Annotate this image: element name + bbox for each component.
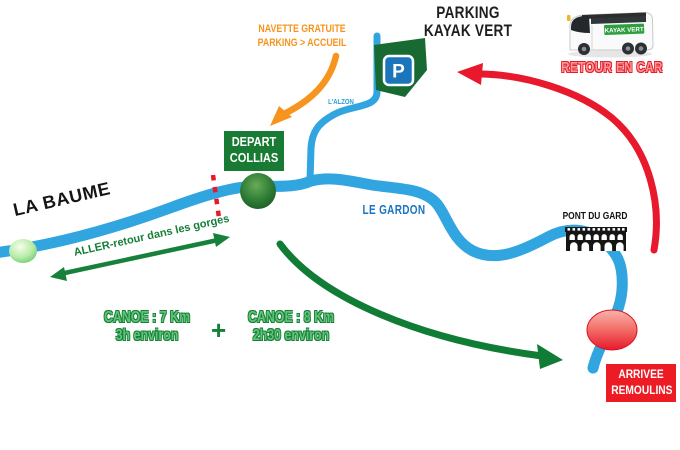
arrowhead-down (270, 106, 292, 126)
la-baume-marker (9, 239, 37, 263)
pont-du-gard-icon (565, 227, 627, 251)
bus-banner-text: KAYAK VERT (605, 26, 645, 34)
arrivee-line1: ARRIVEE (618, 367, 664, 381)
retour-en-car-label: RETOUR EN CAR (561, 60, 663, 76)
arrivee-line2: REMOULINS (611, 382, 673, 397)
plus-sign: + (211, 315, 227, 345)
canoe-leg2-duration: 2h30 environ (252, 326, 330, 344)
canoe-route-arrow (276, 240, 563, 369)
river-gardon-label: LE GARDON (362, 203, 426, 217)
river-alzon-label: L'ALZON (328, 97, 354, 106)
aller-retour-arrow (50, 233, 230, 281)
canoe-leg1-distance: CANOE : 7 Km (103, 309, 191, 326)
parking-sign-letter: P (392, 62, 405, 83)
parking-area: P (374, 38, 427, 97)
arrowhead-right (213, 233, 230, 247)
parking-title-line1: PARKING (436, 3, 500, 22)
arrowhead-left (50, 267, 67, 281)
canoe-leg2-label: CANOE : 8 Km 2h30 environ (248, 309, 334, 344)
bus-mirror (567, 15, 571, 21)
arrowhead-right (537, 344, 563, 369)
parking-sign-icon: P (382, 54, 415, 87)
rapids-dashed-marker (210, 174, 222, 219)
depart-collias-marker (240, 173, 276, 209)
arrivee-remoulins-marker (586, 309, 638, 351)
arrowhead-left (457, 63, 483, 85)
canoe-leg1-label: CANOE : 7 Km 3h environ (104, 309, 190, 344)
parking-title: PARKING KAYAK VERT (424, 4, 512, 39)
depart-line2: COLLIAS (229, 150, 279, 165)
bus-window-band (591, 16, 646, 24)
river-l-alzon (306, 32, 381, 184)
bus-windshield (571, 16, 590, 33)
shuttle-label: NAVETTE GRATUITE PARKING > ACCUEIL (258, 23, 347, 50)
bus-icon: KAYAK VERT (567, 11, 654, 58)
depart-line1: DEPART (231, 134, 277, 149)
bus-banner: KAYAK VERT (604, 23, 645, 35)
shuttle-arrow (270, 52, 340, 126)
canoe-leg1-duration: 3h environ (115, 326, 179, 344)
shuttle-label-line2: PARKING > ACCUEIL (257, 36, 347, 49)
pont-du-gard-label: PONT DU GARD (562, 210, 628, 222)
canoe-leg2-distance: CANOE : 8 Km (247, 309, 335, 326)
arrivee-remoulins-sign: ARRIVEE REMOULINS (606, 364, 676, 402)
depart-collias-sign: DEPART COLLIAS (224, 131, 284, 171)
shuttle-label-line1: NAVETTE GRATUITE (258, 23, 346, 35)
bus-return-arrow (457, 63, 660, 254)
parking-title-line2: KAYAK VERT (423, 20, 513, 40)
